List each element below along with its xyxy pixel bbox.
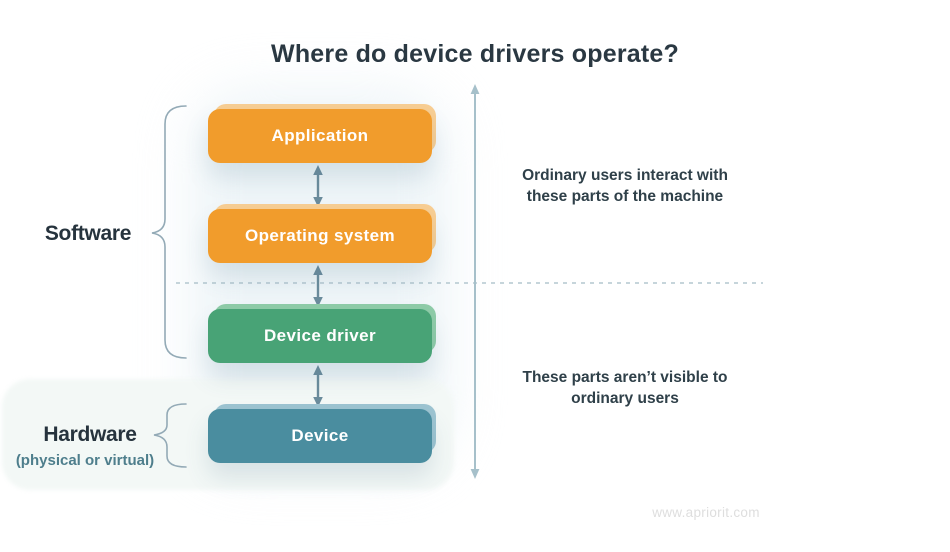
layer-box-operating-system: Operating system xyxy=(208,204,436,263)
software-label: Software xyxy=(44,222,132,245)
layer-front-application: Application xyxy=(208,109,432,163)
driver-device-arrow xyxy=(313,365,323,407)
annotation-visible-line2: these parts of the machine xyxy=(526,188,724,205)
page-title: Where do device drivers operate? xyxy=(271,40,679,68)
layer-front-operating-system: Operating system xyxy=(208,209,432,263)
hardware-brace xyxy=(153,403,187,468)
layer-label-device: Device xyxy=(291,426,349,445)
application-os-arrow xyxy=(313,165,323,207)
layer-box-device: Device xyxy=(208,404,436,463)
layer-label-application: Application xyxy=(271,126,369,145)
hardware-note: (physical or virtual) xyxy=(15,452,155,469)
annotation-visible: Ordinary users interact with these parts… xyxy=(500,165,750,207)
watermark: www.apriorit.com xyxy=(652,505,760,520)
layer-box-application: Application xyxy=(208,104,436,163)
annotation-visible-line1: Ordinary users interact with xyxy=(522,167,728,184)
annotation-hidden-line1: These parts aren’t visible to xyxy=(522,369,728,386)
layer-front-device-driver: Device driver xyxy=(208,309,432,363)
annotation-hidden-line2: ordinary users xyxy=(571,390,679,407)
layer-label-operating-system: Operating system xyxy=(244,226,395,245)
layer-front-device: Device xyxy=(208,409,432,463)
layer-box-device-driver: Device driver xyxy=(208,304,436,363)
annotation-hidden: These parts aren’t visible to ordinary u… xyxy=(500,367,750,409)
os-driver-arrow xyxy=(313,265,323,307)
hardware-label: Hardware xyxy=(43,423,137,446)
layer-label-device-driver: Device driver xyxy=(264,326,376,345)
user-visibility-arrow xyxy=(470,84,480,479)
software-brace xyxy=(151,105,187,359)
